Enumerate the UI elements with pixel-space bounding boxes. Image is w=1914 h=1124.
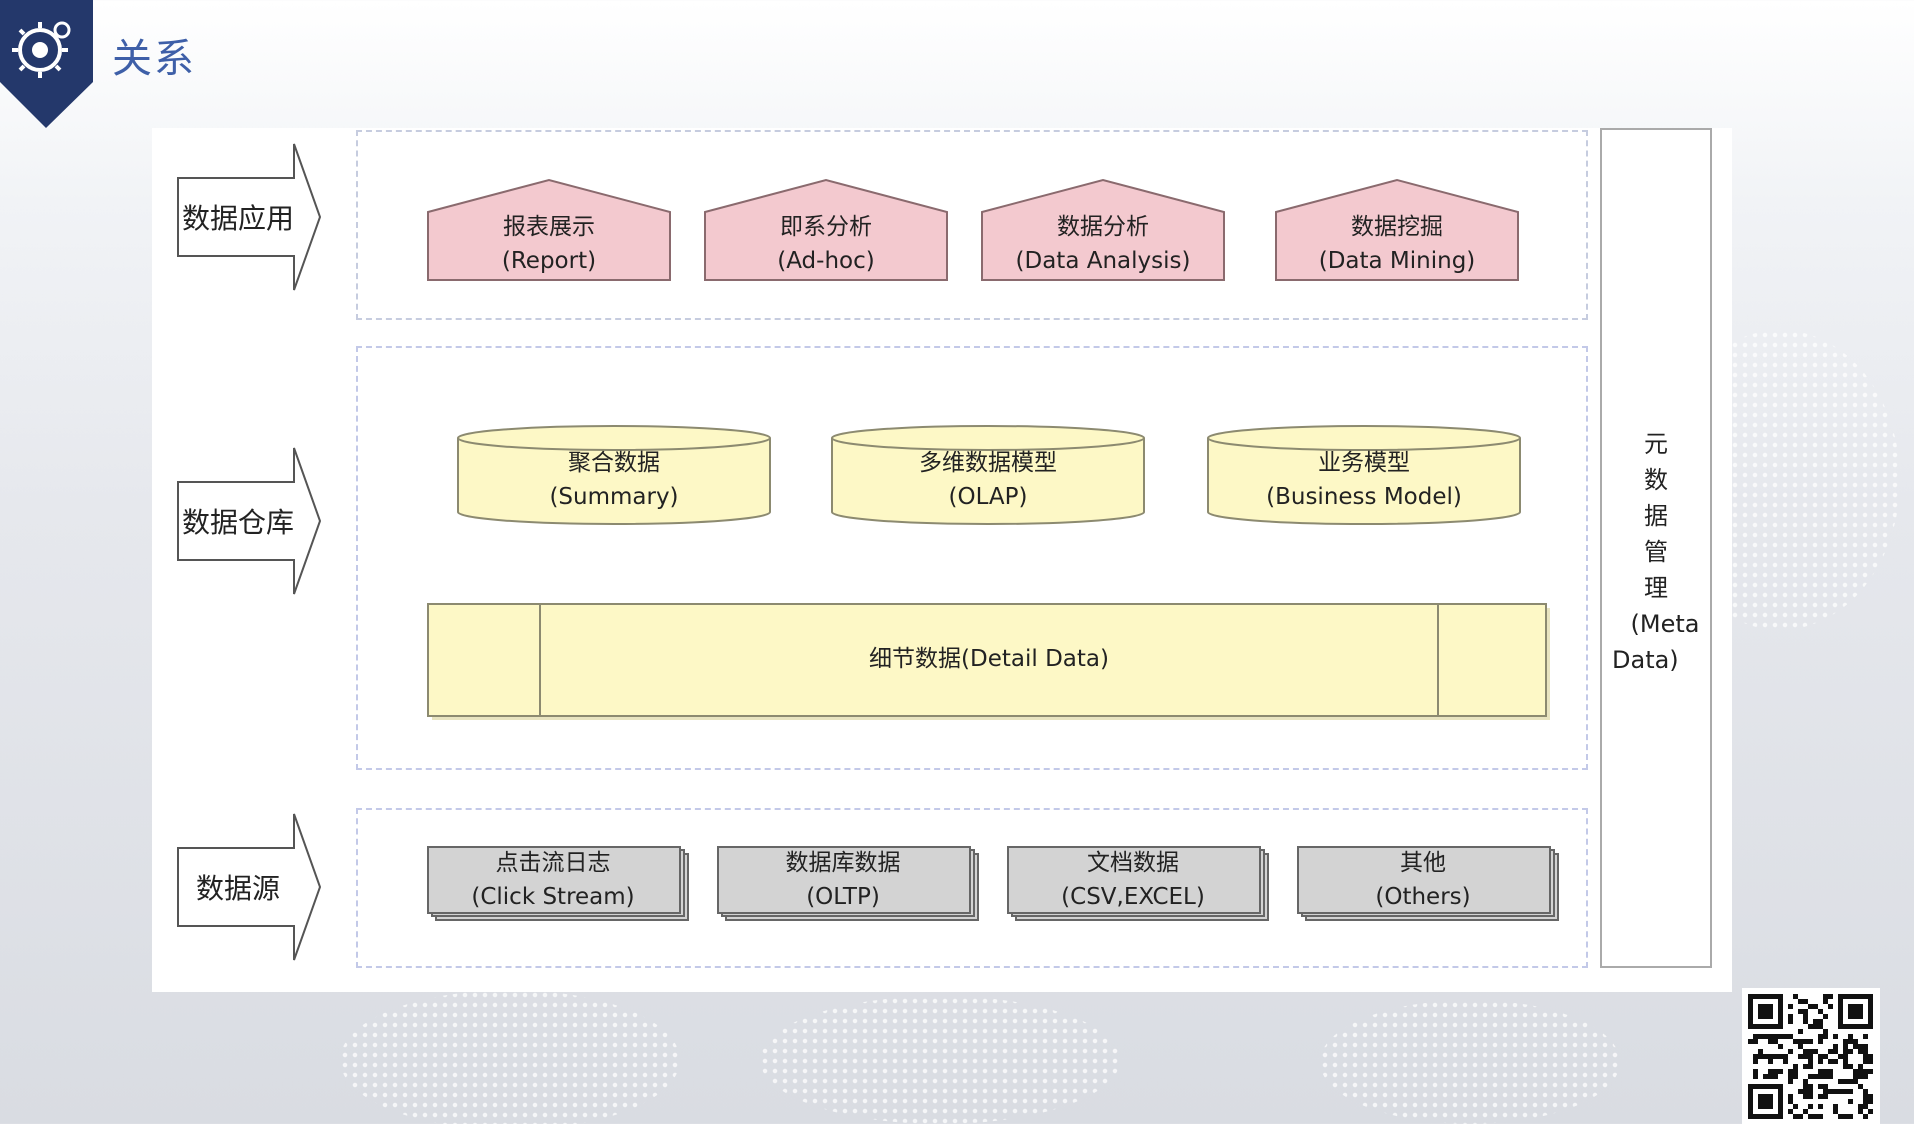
- metadata-management-bar: 元 数 据 管 理 (Meta Data): [1600, 128, 1712, 968]
- warehouse-node-cn: 聚合数据: [568, 450, 660, 476]
- source-node-cn: 数据库数据: [785, 850, 901, 876]
- app-node-en: (Data Mining): [1318, 248, 1476, 274]
- source-node-en: (Click Stream): [471, 884, 635, 910]
- page-title: 关系: [112, 36, 196, 82]
- app-node-en: (Report): [501, 248, 597, 274]
- application-layer-arrow: 数据应用: [176, 142, 322, 292]
- detail-data-label: 细节数据(Detail Data): [869, 646, 1109, 672]
- warehouse-node-en: (OLAP): [948, 484, 1028, 510]
- warehouse-layer-label: 数据仓库: [181, 506, 294, 539]
- app-node-data-analysis: 数据分析 (Data Analysis): [980, 178, 1226, 282]
- app-node-en: (Data Analysis): [1015, 248, 1191, 274]
- source-node-en: (CSV,EXCEL): [1061, 884, 1205, 910]
- warehouse-node-en: (Summary): [549, 484, 679, 510]
- app-node-data-mining: 数据挖掘 (Data Mining): [1274, 178, 1520, 282]
- metadata-char: 据: [1644, 502, 1668, 530]
- warehouse-detail-data: 细节数据(Detail Data): [426, 602, 1552, 722]
- world-map-decoration-bottom-left: [340, 990, 680, 1124]
- source-layer-label: 数据源: [195, 872, 280, 905]
- app-node-cn: 数据分析: [1057, 214, 1149, 240]
- source-layer-arrow: 数据源: [176, 812, 322, 962]
- world-map-decoration-bottom-right: [1320, 1000, 1620, 1124]
- source-node-documents: 文档数据 (CSV,EXCEL): [1006, 846, 1272, 924]
- source-node-en: (Others): [1375, 884, 1471, 910]
- source-node-oltp: 数据库数据 (OLTP): [716, 846, 982, 924]
- metadata-char: 数: [1644, 466, 1668, 494]
- app-node-adhoc: 即系分析 (Ad-hoc): [703, 178, 949, 282]
- source-node-cn: 其他: [1400, 850, 1446, 876]
- warehouse-node-summary: 聚合数据 (Summary): [456, 424, 772, 528]
- source-node-cn: 文档数据: [1087, 850, 1179, 876]
- metadata-en-line2: Data): [1612, 646, 1679, 674]
- warehouse-layer-arrow: 数据仓库: [176, 446, 322, 596]
- application-layer-box: [356, 130, 1588, 320]
- source-layer-box: [356, 808, 1588, 968]
- warehouse-layer-box: [356, 346, 1588, 770]
- metadata-en-line1: (Meta: [1630, 610, 1700, 638]
- metadata-char: 元: [1644, 430, 1668, 458]
- source-node-cn: 点击流日志: [495, 850, 611, 876]
- application-layer-label: 数据应用: [181, 202, 294, 235]
- app-node-cn: 报表展示: [503, 214, 595, 240]
- app-node-en: (Ad-hoc): [777, 248, 875, 274]
- source-node-others: 其他 (Others): [1296, 846, 1562, 924]
- warehouse-node-en: (Business Model): [1266, 484, 1462, 510]
- source-node-en: (OLTP): [806, 884, 880, 910]
- source-node-click-stream: 点击流日志 (Click Stream): [426, 846, 692, 924]
- warehouse-node-olap: 多维数据模型 (OLAP): [830, 424, 1146, 528]
- world-map-decoration-bottom-mid: [760, 996, 1120, 1124]
- metadata-char: 管: [1644, 538, 1668, 566]
- warehouse-node-cn: 多维数据模型: [919, 450, 1057, 476]
- app-node-report: 报表展示 (Report): [426, 178, 672, 282]
- qr-code-icon: [1742, 988, 1880, 1124]
- warehouse-node-business-model: 业务模型 (Business Model): [1206, 424, 1522, 528]
- gear-badge-icon: [0, 0, 93, 128]
- warehouse-node-cn: 业务模型: [1318, 450, 1410, 476]
- app-node-cn: 即系分析: [780, 214, 872, 240]
- metadata-char: 理: [1644, 574, 1668, 602]
- app-node-cn: 数据挖掘: [1351, 214, 1443, 240]
